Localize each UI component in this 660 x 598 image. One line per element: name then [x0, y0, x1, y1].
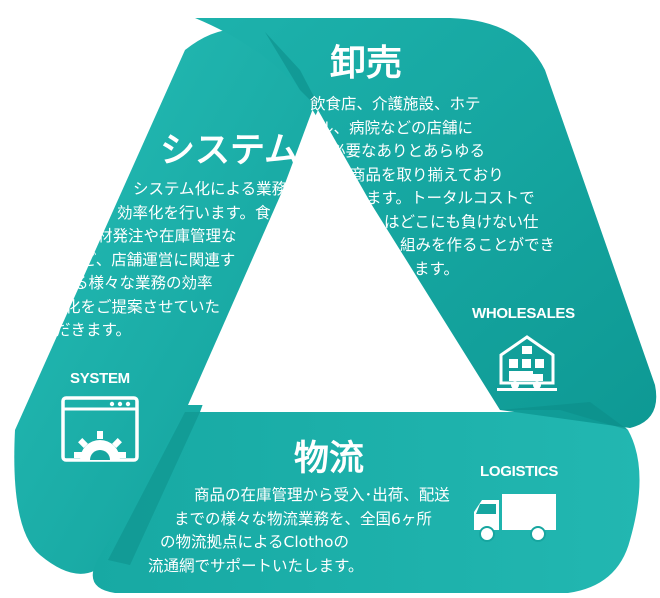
system-description: システム化による業務 効率化を行います。食 材発注や在庫管理な ど、店舗運営に関…: [55, 178, 287, 343]
system-line: 効率化を行います。食: [117, 203, 271, 222]
wholesale-line: 必要なありとあらゆる: [330, 142, 486, 160]
wholesale-line: ます。トータルコストで: [366, 189, 535, 207]
logistics-line: 商品の在庫管理から受入･出荷、配送: [194, 486, 450, 504]
wholesale-line: 商品を取り揃えており: [350, 165, 504, 184]
logistics-description: 商品の在庫管理から受入･出荷、配送 までの様々な物流業務を、全国6ヶ所 の物流拠…: [148, 484, 450, 578]
logistics-line: 流通網でサポートいたします。: [148, 556, 364, 575]
wholesale-band: [195, 18, 657, 428]
delivery-truck-icon: [474, 494, 556, 542]
fold-shadow-right: [500, 402, 628, 430]
logistics-label: LOGISTICS: [480, 463, 559, 480]
wholesale-line: ます。: [414, 259, 459, 278]
wholesale-description: 飲食店、介護施設、ホテ ル、病院などの店舗に 必要なありとあらゆる 商品を取り揃…: [310, 93, 555, 281]
system-label: SYSTEM: [70, 370, 130, 387]
wholesale-line: ル、病院などの店舗に: [318, 118, 474, 137]
system-line: システム化による業務: [133, 180, 288, 198]
center-triangle: [188, 110, 485, 405]
wholesale-label: WHOLESALES: [472, 305, 575, 322]
browser-gear-icon: [61, 396, 139, 462]
system-line: る様々な業務の効率: [73, 274, 213, 292]
logistics-line: までの様々な物流業務を、全国6ヶ所: [174, 509, 432, 528]
wholesale-line: 飲食店、介護施設、ホテ: [310, 95, 481, 113]
logistics-line: の物流拠点によるClothoの: [160, 533, 350, 551]
system-line: 材発注や在庫管理な: [97, 227, 237, 245]
fold-shadow-top: [265, 32, 322, 112]
warehouse-truck-icon: [497, 335, 557, 391]
wholesale-title: 卸売: [330, 43, 403, 84]
system-line: だきます。: [55, 321, 131, 339]
system-line: 化をご提案させていた: [65, 297, 221, 316]
system-line: ど、店舗運営に関連す: [81, 250, 236, 269]
system-band: [14, 29, 319, 574]
logistics-title: 物流: [294, 439, 365, 479]
fold-shadow-left: [108, 412, 200, 565]
logistics-band: [92, 395, 640, 593]
wholesale-line: はどこにも負けない仕: [384, 212, 539, 231]
wholesale-line: 組みを作ることができ: [400, 236, 556, 254]
system-title: システム: [160, 131, 299, 171]
